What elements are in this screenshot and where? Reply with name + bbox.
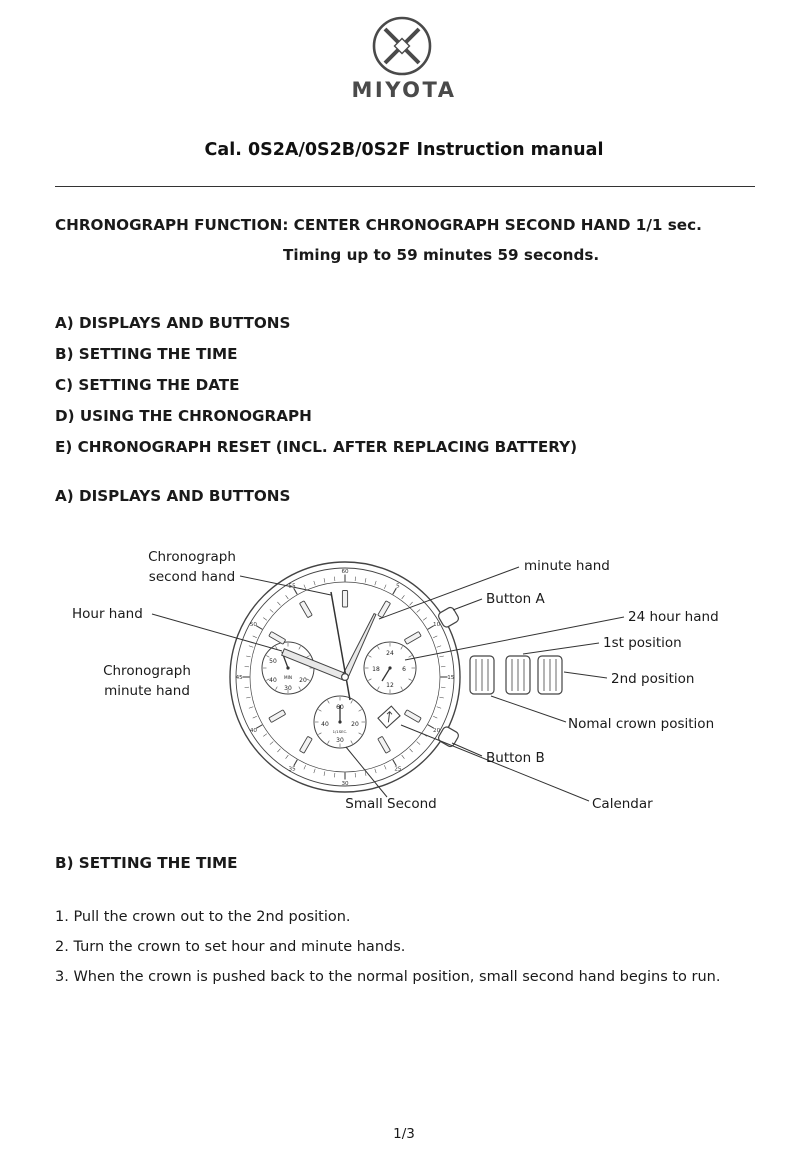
svg-text:50: 50 xyxy=(250,622,258,628)
button-a-pusher xyxy=(437,606,459,628)
subdial-bottom-unit: 1/1SEC. xyxy=(333,729,348,734)
label-chronograph-minute-hand-2: minute hand xyxy=(104,683,190,699)
svg-text:25: 25 xyxy=(394,767,402,773)
crown-normal-position xyxy=(469,655,495,695)
crown-2nd-position xyxy=(537,655,563,695)
toc-item-b: B) SETTING THE TIME xyxy=(55,345,238,363)
subdial-right-6: 6 xyxy=(402,666,406,673)
dial-ticks-and-markers: 5 10 15 20 25 30 35 40 45 50 55 60 xyxy=(236,569,455,787)
title-divider xyxy=(55,186,755,187)
miyota-logo-icon xyxy=(372,16,432,76)
brand-name: MIYOTA xyxy=(351,78,457,102)
subdial-bottom-40: 40 xyxy=(321,721,329,728)
toc-item-e: E) CHRONOGRAPH RESET (INCL. AFTER REPLAC… xyxy=(55,438,578,456)
subdial-right-24: 24 xyxy=(386,650,394,657)
watch-diagram-svg: 10 20 30 40 50 MIN 24 6 12 18 60 xyxy=(72,549,719,812)
label-calendar: Calendar xyxy=(592,796,653,812)
subdial-left-40: 40 xyxy=(269,677,277,684)
section-a-title: A) DISPLAYS AND BUTTONS xyxy=(55,487,291,505)
label-normal-crown-position: Nomal crown position xyxy=(568,716,714,732)
label-chronograph-second-hand-1: Chronograph xyxy=(148,549,236,565)
chronograph-function-heading: CHRONOGRAPH FUNCTION: CENTER CHRONOGRAPH… xyxy=(55,216,702,234)
subdial-small-second: 60 20 30 40 1/1SEC. xyxy=(313,695,367,749)
connector-lines xyxy=(151,566,625,802)
svg-text:30: 30 xyxy=(341,781,349,787)
svg-text:35: 35 xyxy=(289,767,297,773)
label-minute-hand: minute hand xyxy=(524,558,610,574)
label-1st-position: 1st position xyxy=(603,635,682,651)
svg-text:20: 20 xyxy=(433,728,441,734)
date-window xyxy=(377,705,401,729)
crown-1st-position xyxy=(505,655,531,695)
subdial-left-unit: MIN xyxy=(284,675,292,680)
label-small-second: Small Second xyxy=(345,796,436,812)
section-b-title: B) SETTING THE TIME xyxy=(55,854,238,872)
toc-item-c: C) SETTING THE DATE xyxy=(55,376,240,394)
toc-item-a: A) DISPLAYS AND BUTTONS xyxy=(55,314,291,332)
subdial-left-50: 50 xyxy=(269,658,277,665)
page-title: Cal. 0S2A/0S2B/0S2F Instruction manual xyxy=(204,140,604,160)
label-chronograph-second-hand-2: second hand xyxy=(149,569,235,585)
label-2nd-position: 2nd position xyxy=(611,671,694,687)
subdial-left-30: 30 xyxy=(284,685,292,692)
subdial-right-12: 12 xyxy=(386,682,394,689)
label-24-hour-hand: 24 hour hand xyxy=(628,609,719,625)
svg-text:55: 55 xyxy=(289,583,297,589)
svg-text:60: 60 xyxy=(341,569,349,575)
svg-text:15: 15 xyxy=(447,675,455,681)
label-chronograph-minute-hand-1: Chronograph xyxy=(103,663,191,679)
svg-text:10: 10 xyxy=(433,622,441,628)
timing-subheading: Timing up to 59 minutes 59 seconds. xyxy=(283,246,600,264)
label-button-a: Button A xyxy=(486,591,546,607)
svg-text:40: 40 xyxy=(250,728,258,734)
setting-the-time-steps: 1. Pull the crown out to the 2nd positio… xyxy=(55,902,720,992)
button-b-pusher xyxy=(437,726,459,748)
subdial-bottom-30: 30 xyxy=(336,737,344,744)
subdial-left-20: 20 xyxy=(299,677,307,684)
chronograph-second-hand xyxy=(330,591,351,701)
center-cap xyxy=(341,673,350,682)
label-button-b: Button B xyxy=(486,750,545,766)
subdial-24-hour: 24 6 12 18 xyxy=(363,641,417,695)
toc-item-d: D) USING THE CHRONOGRAPH xyxy=(55,407,312,425)
step-1: 1. Pull the crown out to the 2nd positio… xyxy=(55,909,351,925)
svg-text:5: 5 xyxy=(396,583,400,589)
step-2: 2. Turn the crown to set hour and minute… xyxy=(55,939,406,955)
label-hour-hand: Hour hand xyxy=(72,606,143,622)
table-of-contents: A) DISPLAYS AND BUTTONS B) SETTING THE T… xyxy=(55,308,577,463)
svg-text:45: 45 xyxy=(236,675,244,681)
subdial-bottom-20: 20 xyxy=(351,721,359,728)
subdial-right-18: 18 xyxy=(372,666,380,673)
watch-diagram: 10 20 30 40 50 MIN 24 6 12 18 60 xyxy=(0,540,808,830)
page-number: 1/3 xyxy=(393,1126,415,1142)
step-3: 3. When the crown is pushed back to the … xyxy=(55,969,721,985)
